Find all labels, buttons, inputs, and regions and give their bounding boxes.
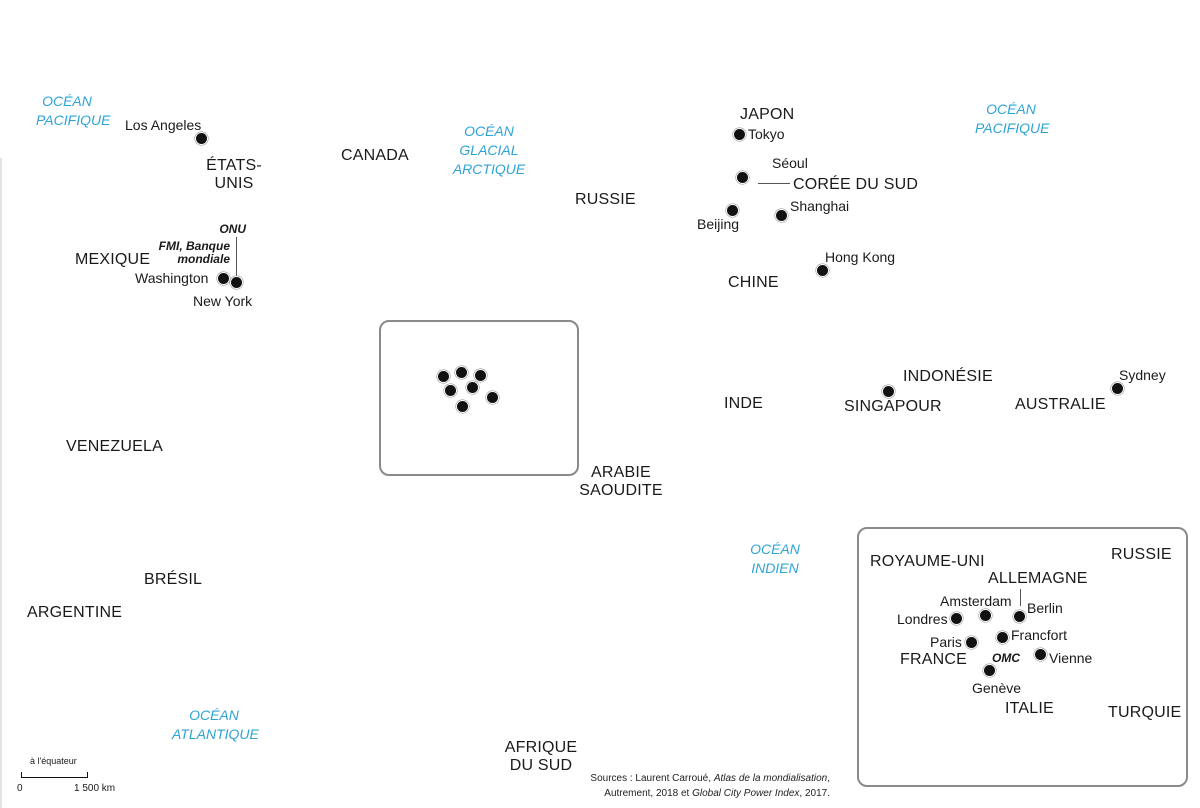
city-label-washington: Washington	[135, 270, 209, 286]
korea-leader-line	[758, 183, 790, 184]
country-label-argentina: ARGENTINE	[27, 604, 123, 621]
sources-suffix: , 2017.	[799, 788, 830, 799]
country-label-south-korea: CORÉE DU SUD	[793, 176, 919, 193]
city-marker-sydney	[1111, 382, 1124, 395]
city-label-shanghai: Shanghai	[790, 198, 850, 214]
sources-mid: , Autrement, 2018 et	[604, 773, 830, 799]
city-marker-hong-kong	[816, 264, 829, 277]
city-marker-cluster	[456, 400, 469, 413]
city-label-beijing: Beijing	[697, 216, 740, 232]
city-label-berlin: Berlin	[1027, 600, 1063, 616]
sources-prefix: Sources : Laurent Carroué,	[590, 773, 714, 784]
city-marker-london	[950, 612, 963, 625]
country-label-russia: RUSSIE	[575, 191, 636, 208]
inset-country-label-uk: ROYAUME-UNI	[870, 553, 985, 570]
city-marker-beijing	[726, 204, 739, 217]
city-marker-singapore	[882, 385, 895, 398]
city-marker-cluster	[444, 384, 457, 397]
country-label-japan: JAPON	[740, 106, 795, 123]
city-label-amsterdam: Amsterdam	[940, 593, 1012, 609]
city-marker-paris	[965, 636, 978, 649]
city-label-frankfurt: Francfort	[1011, 627, 1068, 643]
city-label-london: Londres	[897, 611, 948, 627]
country-label-usa: ÉTATS-UNIS	[206, 157, 262, 193]
country-label-canada: CANADA	[341, 147, 409, 164]
city-marker-seoul	[736, 171, 749, 184]
city-label-sydney: Sydney	[1119, 367, 1166, 383]
city-marker-washington	[217, 272, 230, 285]
org-label-onu: ONU	[219, 222, 246, 236]
scale-zero-label: 0	[17, 783, 23, 794]
scale-bar-line	[21, 772, 88, 778]
city-marker-cluster	[455, 366, 468, 379]
city-marker-geneva	[983, 664, 996, 677]
city-label-tokyo: Tokyo	[748, 126, 785, 142]
country-label-india: INDE	[724, 395, 764, 412]
sources-note: Sources : Laurent Carroué, Atlas de la m…	[575, 771, 830, 801]
map-edge	[0, 158, 2, 808]
city-marker-amsterdam	[979, 609, 992, 622]
country-label-brazil: BRÉSIL	[144, 571, 203, 588]
city-label-vienna: Vienne	[1049, 650, 1093, 666]
sources-index-title: Global City Power Index	[692, 788, 800, 799]
city-label-geneva: Genève	[972, 680, 1022, 696]
inset-country-label-turkey: TURQUIE	[1108, 704, 1182, 721]
city-marker-shanghai	[775, 209, 788, 222]
city-marker-cluster	[466, 381, 479, 394]
city-marker-cluster	[474, 369, 487, 382]
inset-country-label-germany: ALLEMAGNE	[988, 570, 1088, 587]
germany-leader-line	[1020, 589, 1021, 606]
inset-country-label-france: FRANCE	[900, 651, 967, 668]
city-marker-vienna	[1034, 648, 1047, 661]
inset-country-label-italy: ITALIE	[1005, 700, 1054, 717]
city-marker-los-angeles	[195, 132, 208, 145]
city-marker-cluster	[437, 370, 450, 383]
country-label-venezuela: VENEZUELA	[66, 438, 163, 455]
country-label-singapore: SINGAPOUR	[844, 398, 942, 415]
europe-locator-frame	[379, 320, 579, 476]
city-label-new-york: New York	[193, 293, 253, 309]
inset-country-label-russia: RUSSIE	[1111, 546, 1172, 563]
city-marker-cluster	[486, 391, 499, 404]
country-label-indonesia: INDONÉSIE	[903, 368, 993, 385]
scale-bar: à l'équateur 0 1 500 km	[14, 756, 124, 800]
city-marker-tokyo	[733, 128, 746, 141]
city-marker-frankfurt	[996, 631, 1009, 644]
org-label-omc: OMC	[992, 651, 1020, 665]
sources-atlas-title: Atlas de la mondialisation	[713, 773, 828, 784]
country-label-china: CHINE	[728, 274, 779, 291]
scale-max-label: 1 500 km	[74, 783, 116, 794]
city-marker-berlin	[1013, 610, 1026, 623]
city-label-los-angeles: Los Angeles	[125, 117, 202, 133]
city-marker-new-york	[230, 276, 243, 289]
city-label-hong-kong: Hong Kong	[825, 249, 896, 265]
city-label-paris: Paris	[930, 634, 962, 650]
city-label-seoul: Séoul	[772, 155, 808, 171]
scale-caption: à l'équateur	[30, 756, 77, 766]
country-label-australia: AUSTRALIE	[1015, 396, 1106, 413]
onu-leader-line	[236, 237, 237, 277]
country-label-mexico: MEXIQUE	[75, 251, 151, 268]
europe-inset-frame	[857, 527, 1188, 787]
